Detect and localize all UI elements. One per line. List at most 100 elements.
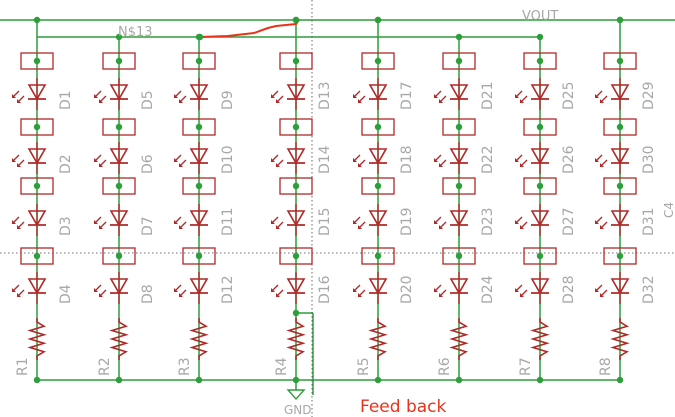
resistor-reference-label: R1 — [15, 357, 31, 376]
led-diode-symbol — [610, 204, 630, 236]
pad-outline — [279, 177, 313, 195]
emission-arrows-icon — [434, 216, 447, 229]
led-diode-symbol — [109, 272, 129, 304]
junction-dot — [196, 33, 204, 41]
pad-outline — [279, 52, 313, 70]
led-diode-symbol — [286, 142, 306, 174]
junction-dot — [616, 182, 624, 190]
resistor-symbol — [368, 318, 388, 360]
led-diode-symbol — [109, 78, 129, 110]
pad-outline — [182, 118, 216, 136]
junction-dot — [536, 57, 544, 65]
junction-dot — [292, 376, 300, 384]
junction-dot — [292, 182, 300, 190]
emission-arrows-icon — [271, 154, 284, 167]
junction-dot — [195, 252, 203, 260]
junction-dot — [536, 376, 544, 384]
junction-dot — [33, 376, 41, 384]
diode-reference-label: D30 — [641, 145, 657, 174]
emission-arrows-icon — [94, 216, 107, 229]
led-diode-symbol — [189, 142, 209, 174]
led-diode-symbol — [368, 78, 388, 110]
led-diode-symbol — [109, 142, 129, 174]
junction-dot — [33, 57, 41, 65]
emission-arrows-icon — [174, 216, 187, 229]
junction-dot — [455, 376, 463, 384]
diode-reference-label: D18 — [399, 145, 415, 174]
pad-outline — [603, 177, 637, 195]
junction-dot — [195, 182, 203, 190]
pad-outline — [102, 247, 136, 265]
diode-reference-label: D19 — [399, 207, 415, 236]
junction-dot — [292, 309, 300, 317]
emission-arrows-icon — [515, 90, 528, 103]
junction-dot — [115, 252, 123, 260]
led-diode-symbol — [530, 204, 550, 236]
pad-outline — [361, 247, 395, 265]
led-diode-symbol — [530, 78, 550, 110]
diode-reference-label: D3 — [58, 216, 74, 236]
diode-reference-label: D32 — [641, 275, 657, 304]
led-diode-symbol — [27, 142, 47, 174]
junction-dot — [115, 376, 123, 384]
junction-dot — [616, 123, 624, 131]
led-diode-symbol — [610, 78, 630, 110]
junction-dot — [33, 182, 41, 190]
resistor-symbol — [27, 318, 47, 360]
diode-reference-label: D12 — [220, 275, 236, 304]
led-diode-symbol — [530, 142, 550, 174]
diode-reference-label: D26 — [561, 145, 577, 174]
emission-arrows-icon — [12, 284, 25, 297]
junction-dot — [292, 16, 300, 24]
pad-outline — [523, 177, 557, 195]
junction-dot — [115, 57, 123, 65]
junction-dot — [292, 123, 300, 131]
junction-dot — [33, 252, 41, 260]
emission-arrows-icon — [174, 154, 187, 167]
pad-outline — [603, 52, 637, 70]
emission-arrows-icon — [174, 284, 187, 297]
diode-reference-label: D20 — [399, 275, 415, 304]
led-diode-symbol — [449, 272, 469, 304]
junction-dot — [455, 123, 463, 131]
pad-outline — [279, 118, 313, 136]
emission-arrows-icon — [271, 90, 284, 103]
emission-arrows-icon — [271, 216, 284, 229]
feedback-net-label: N$13 — [118, 25, 153, 40]
led-diode-symbol — [368, 142, 388, 174]
pad-outline — [603, 118, 637, 136]
pad-outline — [603, 247, 637, 265]
emission-arrows-icon — [515, 216, 528, 229]
diode-reference-label: D1 — [58, 90, 74, 110]
led-diode-symbol — [27, 204, 47, 236]
pad-outline — [361, 52, 395, 70]
resistor-symbol — [610, 318, 630, 360]
emission-arrows-icon — [12, 216, 25, 229]
emission-arrows-icon — [595, 216, 608, 229]
feedback-annotation: Feed back — [360, 397, 447, 417]
resistor-symbol — [286, 318, 306, 360]
diode-reference-label: D16 — [317, 275, 333, 304]
emission-arrows-icon — [353, 154, 366, 167]
led-diode-symbol — [189, 204, 209, 236]
pad-outline — [182, 247, 216, 265]
diode-reference-label: D24 — [480, 275, 496, 304]
resistor-reference-label: R8 — [598, 357, 614, 376]
led-diode-symbol — [449, 204, 469, 236]
led-diode-symbol — [286, 78, 306, 110]
emission-arrows-icon — [174, 90, 187, 103]
junction-dot — [455, 252, 463, 260]
pad-outline — [523, 247, 557, 265]
pad-outline — [20, 118, 54, 136]
emission-arrows-icon — [434, 90, 447, 103]
led-diode-symbol — [27, 272, 47, 304]
diode-reference-label: D22 — [480, 145, 496, 174]
led-diode-symbol — [449, 142, 469, 174]
junction-dot — [195, 376, 203, 384]
pad-outline — [442, 118, 476, 136]
junction-dot — [455, 33, 463, 41]
junction-dot — [374, 376, 382, 384]
diode-reference-label: D13 — [317, 81, 333, 110]
diode-reference-label: D23 — [480, 207, 496, 236]
